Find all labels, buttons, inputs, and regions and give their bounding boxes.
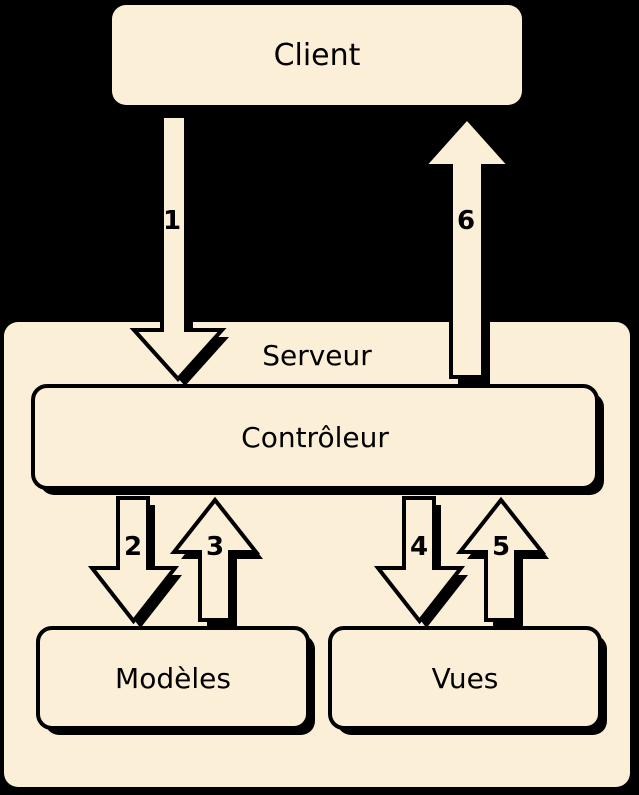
arrow-label-6: 6 <box>456 206 476 236</box>
node-box-modeles <box>36 626 310 730</box>
node-box-vues <box>328 626 602 730</box>
arrow-4 <box>373 496 466 625</box>
arrow-label-2: 2 <box>123 532 143 562</box>
arrow-5 <box>455 496 547 622</box>
arrow-label-5: 5 <box>491 532 511 562</box>
arrow-2 <box>87 496 180 625</box>
node-box-client <box>112 5 522 105</box>
arrow-label-1: 1 <box>162 206 182 236</box>
node-box-controleur <box>31 384 599 490</box>
arrow-6 <box>419 115 515 379</box>
arrow-label-3: 3 <box>205 532 225 562</box>
arrow-1 <box>129 114 227 382</box>
arrow-3 <box>169 496 261 622</box>
arrow-label-4: 4 <box>409 532 429 562</box>
